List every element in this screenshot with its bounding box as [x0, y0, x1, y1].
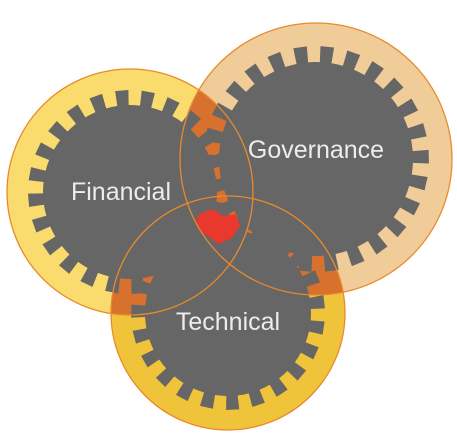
center-overlap: [196, 209, 240, 244]
gear-layer: [28, 46, 429, 410]
technical-outline: [110, 195, 346, 431]
financial-outline: [6, 68, 254, 316]
governance-label: Governance: [248, 136, 384, 164]
governance-gear-icon: [203, 46, 429, 272]
financial-label: Financial: [71, 178, 171, 206]
technical-label: Technical: [176, 308, 280, 336]
technical-gear-icon: [131, 216, 325, 410]
governance-outline: [179, 22, 453, 296]
